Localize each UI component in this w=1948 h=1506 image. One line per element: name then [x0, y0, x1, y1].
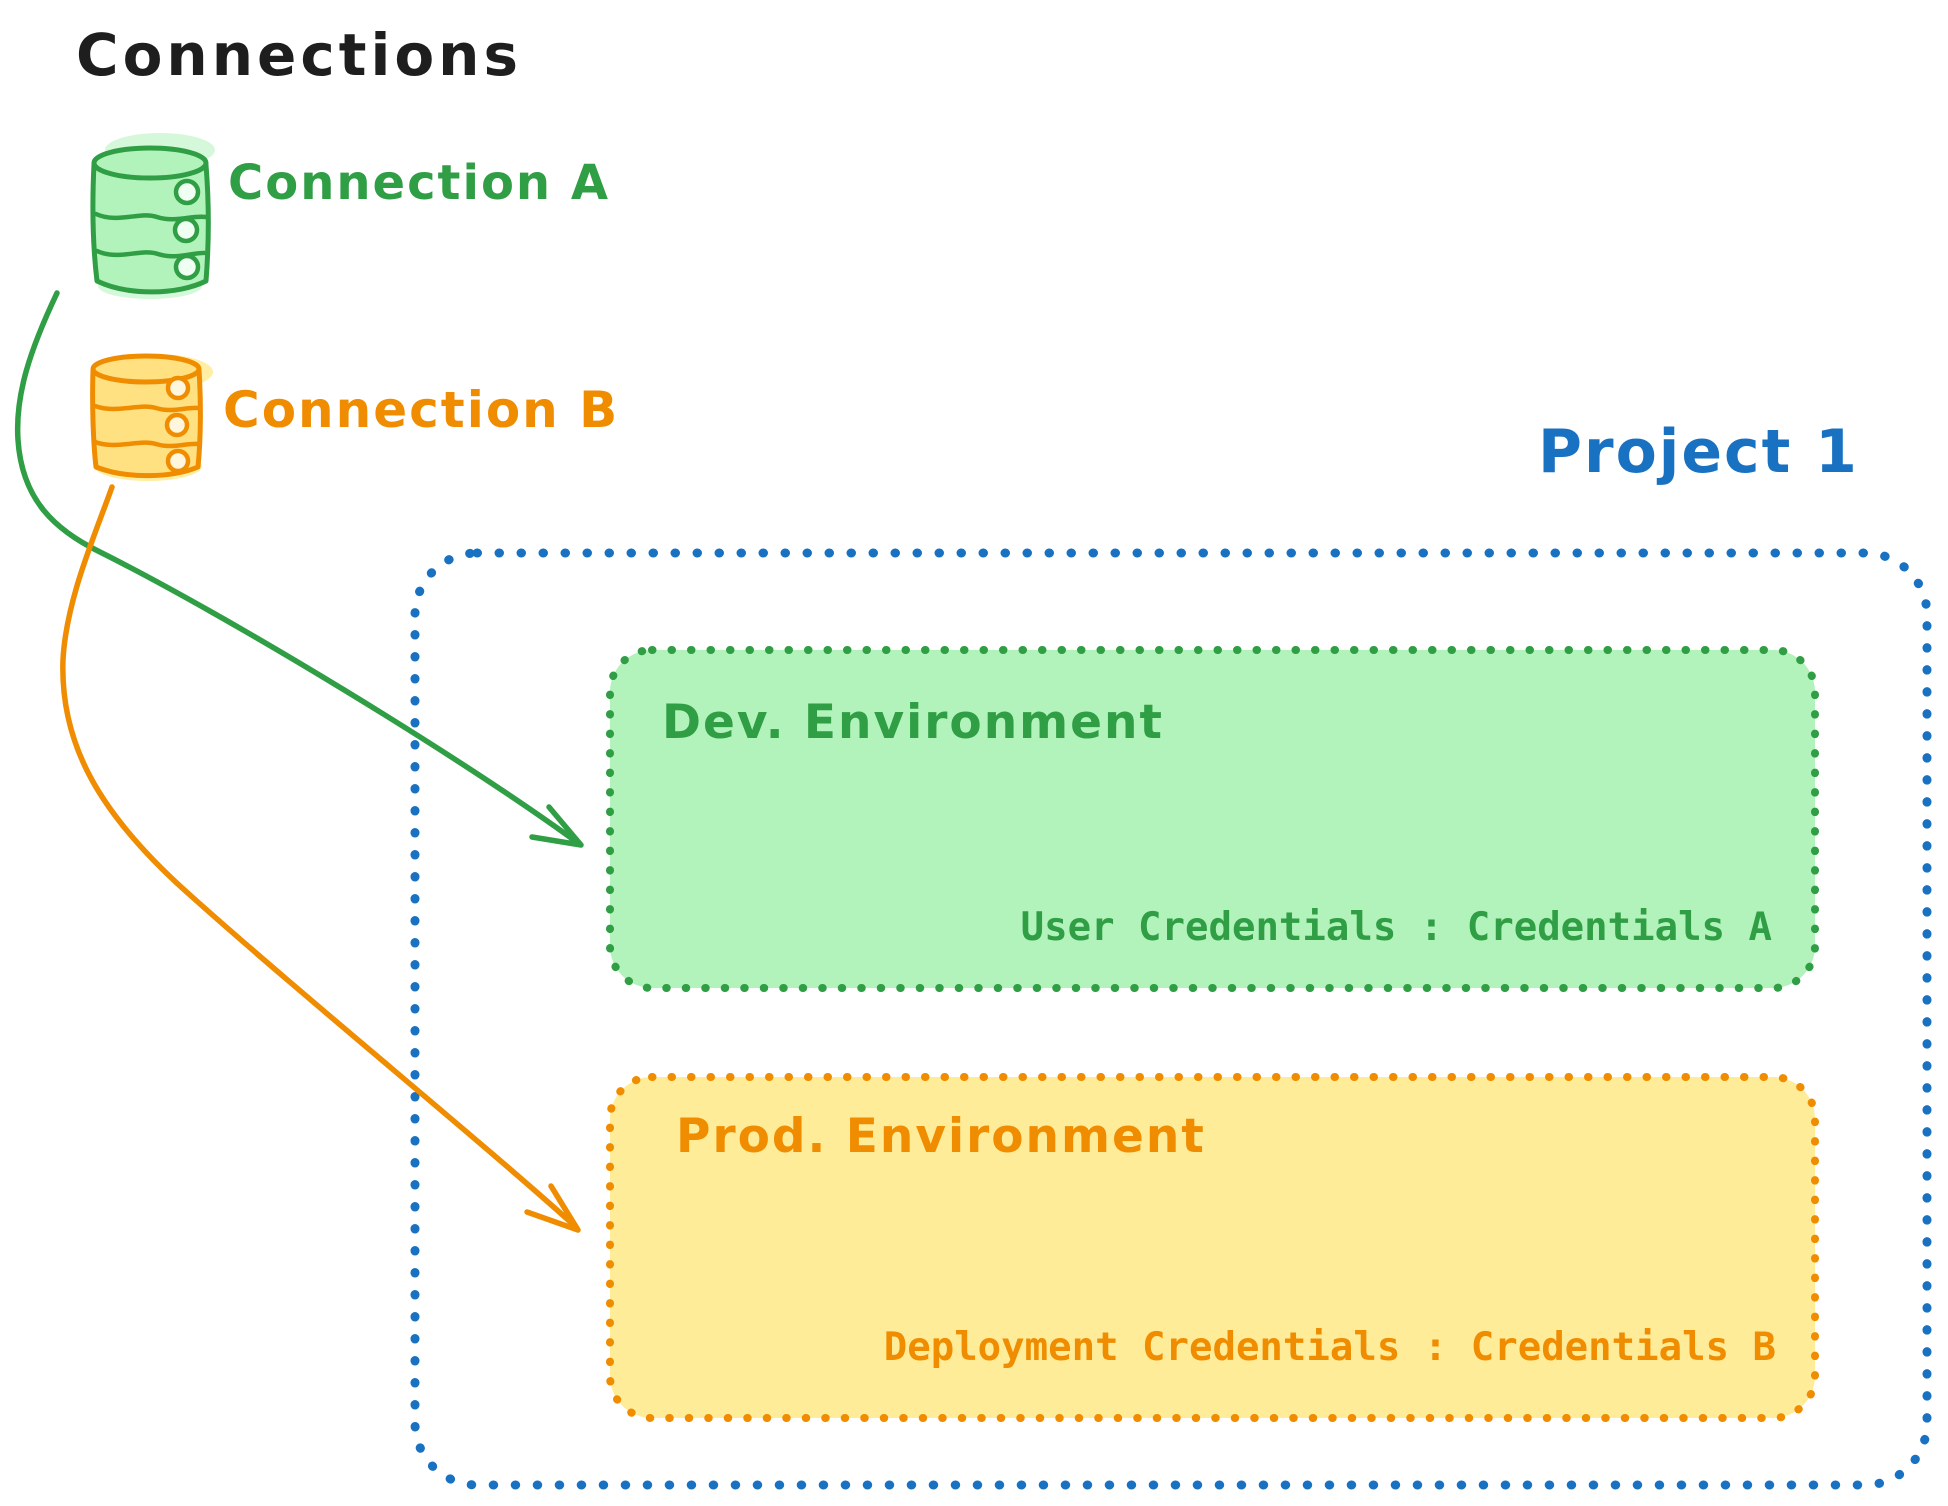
prod-environment-title: Prod. Environment	[676, 1109, 1206, 1164]
prod-environment-box	[606, 1073, 1819, 1422]
dev-environment-credentials: User Credentials : Credentials A	[1020, 905, 1772, 950]
database-icon-connection-b	[90, 353, 213, 481]
connection-a-label: Connection A	[228, 155, 610, 211]
dev-environment-box	[606, 646, 1819, 992]
arrow-connection-b-to-prod	[60, 484, 581, 1233]
diagram-title: Connections	[76, 21, 522, 89]
dev-environment-title: Dev. Environment	[662, 695, 1164, 750]
project-container-border	[410, 548, 1932, 1490]
project-title: Project 1	[1538, 417, 1859, 487]
database-icon-connection-a	[90, 133, 215, 299]
prod-environment-credentials: Deployment Credentials : Credentials B	[883, 1325, 1776, 1370]
connection-b-label: Connection B	[223, 381, 620, 439]
